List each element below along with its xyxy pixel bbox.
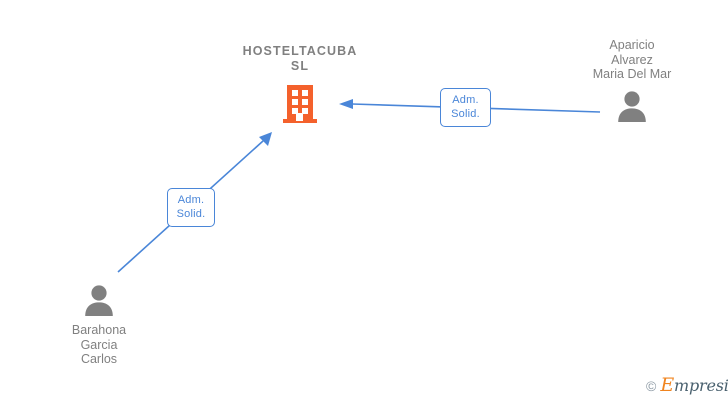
watermark-brand-initial: E [660,374,674,396]
copyright-icon: © [646,377,657,394]
edge-label-right[interactable]: Adm. Solid. [440,88,491,127]
company-name: HOSTELTACUBA SL [242,44,358,73]
person-node-left[interactable]: Barahona Garcia Carlos [19,283,179,367]
person-right-name: Aparicio Alvarez Maria Del Mar [592,38,672,81]
person-left-name: Barahona Garcia Carlos [71,323,127,366]
building-icon [222,83,378,125]
person-node-right[interactable]: Aparicio Alvarez Maria Del Mar [552,38,712,123]
edge-right-arrowhead [339,99,353,109]
edge-label-left[interactable]: Adm. Solid. [167,188,215,227]
person-icon [19,283,179,317]
watermark-brand: Empresia [660,376,728,395]
person-icon [552,89,712,123]
watermark: © Empresia [646,376,728,395]
edge-left-arrowhead [259,132,272,146]
watermark-brand-rest: mpresia [674,376,728,395]
company-node[interactable]: HOSTELTACUBA SL [222,44,378,125]
